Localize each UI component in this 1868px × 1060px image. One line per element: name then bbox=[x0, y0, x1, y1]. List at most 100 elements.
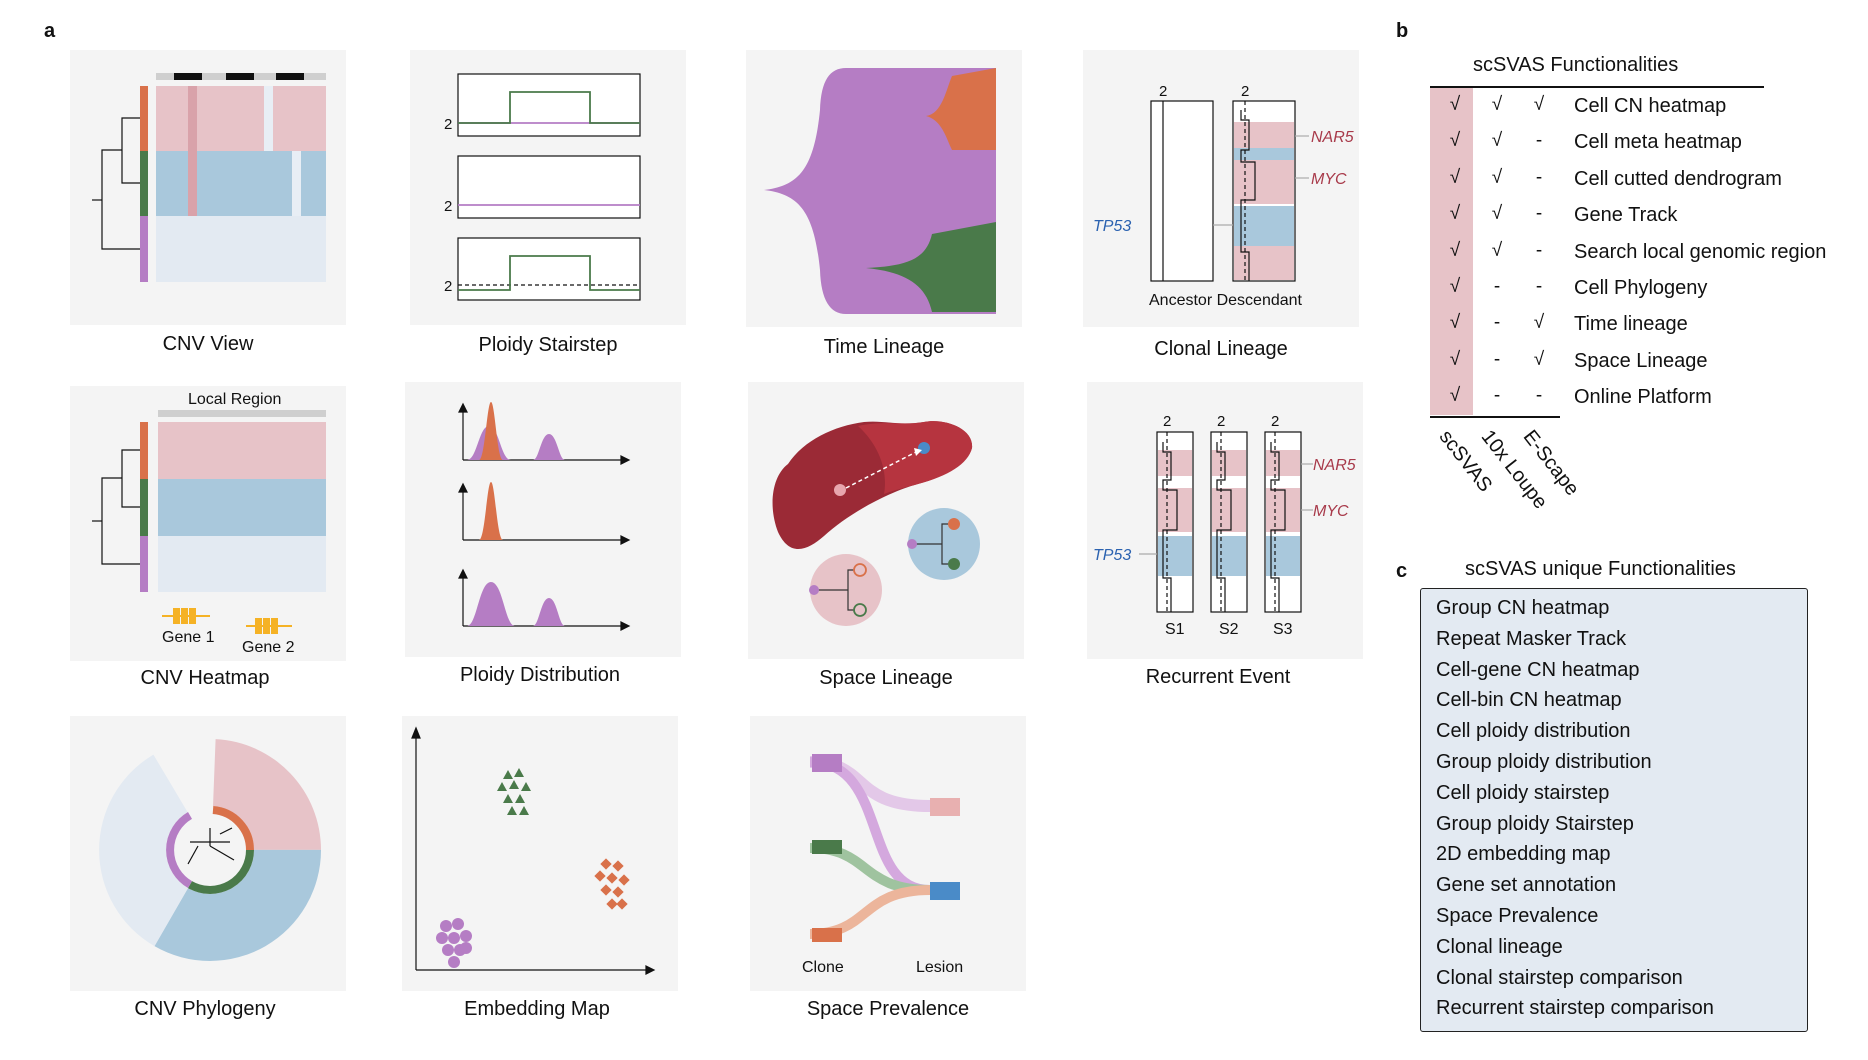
table-b-mark: - bbox=[1493, 312, 1501, 334]
space-lineage-caption: Space Lineage bbox=[819, 667, 953, 689]
table-b-bottom-rule bbox=[1430, 416, 1560, 418]
stairstep-ploidy-label-1: 2 bbox=[444, 116, 452, 133]
unique-function-item: Group CN heatmap bbox=[1436, 597, 1610, 619]
time-lineage-caption: Time Lineage bbox=[823, 336, 945, 358]
ploidy-distribution-panel bbox=[405, 382, 681, 657]
unique-function-item: Cell ploidy distribution bbox=[1436, 720, 1631, 743]
unique-function-item: Repeat Masker Track bbox=[1436, 627, 1627, 650]
clonal-ploidy-ancestor: 2 bbox=[1159, 83, 1167, 100]
cnv-phylogeny-graphic bbox=[99, 739, 322, 961]
table-b-mark: √ bbox=[1449, 348, 1461, 370]
table-b-mark: - bbox=[1493, 385, 1501, 407]
clonal-gene-tp53: TP53 bbox=[1093, 218, 1131, 235]
table-b-mark: √ bbox=[1449, 312, 1461, 334]
stairstep-ploidy-label-3: 2 bbox=[444, 278, 452, 295]
table-b-mark: - bbox=[1535, 166, 1543, 188]
ploidy-distribution-caption: Ploidy Distribution bbox=[459, 664, 621, 686]
table-b-mark: √ bbox=[1491, 166, 1503, 188]
recurrent-ploidy-s1: 2 bbox=[1163, 413, 1171, 430]
unique-function-item: Gene set annotation bbox=[1436, 874, 1617, 897]
table-b-feature: Cell CN heatmap bbox=[1574, 95, 1727, 117]
recurrent-ploidy-s2: 2 bbox=[1217, 413, 1225, 430]
prevalence-clone-label: Clone bbox=[802, 959, 844, 976]
unique-function-item: Space Prevalence bbox=[1436, 905, 1599, 927]
space-lineage-graphic bbox=[772, 421, 980, 626]
panel-c-letter: c bbox=[1396, 560, 1408, 582]
table-b-feature: Cell meta heatmap bbox=[1574, 131, 1742, 154]
table-b-scsvas-highlight bbox=[1430, 88, 1473, 415]
embedding-map-graphic bbox=[411, 726, 656, 975]
table-b-mark: √ bbox=[1449, 276, 1461, 297]
table-b-mark: √ bbox=[1491, 203, 1503, 225]
unique-function-item: Clonal stairstep comparison bbox=[1436, 966, 1683, 989]
clonal-lineage-panel: 2 2 NAR5 MYC TP53 Ancestor Descendant bbox=[1083, 50, 1359, 327]
table-b-mark: √ bbox=[1449, 166, 1461, 188]
table-b-mark: - bbox=[1535, 203, 1543, 225]
table-b-mark: √ bbox=[1449, 239, 1461, 261]
space-prevalence-panel: Clone Lesion bbox=[750, 716, 1026, 991]
ploidy-stairstep-caption: Ploidy Stairstep bbox=[478, 334, 618, 356]
prevalence-lesion-label: Lesion bbox=[916, 959, 963, 976]
table-b-feature: Gene Track bbox=[1574, 204, 1678, 227]
unique-function-item: Group ploidy Stairstep bbox=[1436, 812, 1634, 835]
cnv-phylogeny-caption: CNV Phylogeny bbox=[134, 998, 276, 1020]
recurrent-gene-myc: MYC bbox=[1313, 503, 1349, 520]
table-b-mark: - bbox=[1535, 130, 1543, 152]
table-b-mark: √ bbox=[1449, 94, 1461, 115]
table-b-mark: √ bbox=[1533, 348, 1545, 370]
unique-function-item: Cell-gene CN heatmap bbox=[1436, 658, 1640, 681]
table-c-box bbox=[1420, 588, 1808, 1032]
table-b-mark: - bbox=[1493, 276, 1501, 297]
recurrent-gene-nar5: NAR5 bbox=[1313, 457, 1356, 474]
table-b-mark: √ bbox=[1491, 130, 1503, 152]
stairstep-ploidy-label-2: 2 bbox=[444, 198, 452, 215]
recurrent-ploidy-s3: 2 bbox=[1271, 413, 1279, 430]
space-lineage-panel bbox=[748, 382, 1024, 659]
clonal-ploidy-descendant: 2 bbox=[1241, 83, 1249, 100]
table-b-feature: Cell cutted dendrogram bbox=[1574, 167, 1782, 190]
time-lineage-panel bbox=[746, 50, 1022, 327]
table-b-title: scSVAS Functionalities bbox=[1473, 54, 1679, 76]
table-b-mark: √ bbox=[1533, 94, 1545, 115]
table-b-feature: Space Lineage bbox=[1574, 349, 1708, 372]
cnv-heatmap-graphic: Local Region Gene 1 Gene 2 bbox=[92, 391, 326, 656]
table-b-top-rule bbox=[1430, 86, 1764, 88]
unique-function-item: Recurrent stairstep comparison bbox=[1436, 997, 1714, 1020]
table-b-mark: - bbox=[1493, 348, 1501, 370]
recurrent-event-caption: Recurrent Event bbox=[1145, 666, 1291, 688]
cnv-view-graphic bbox=[92, 73, 326, 282]
table-b-mark: - bbox=[1535, 276, 1543, 297]
table-b-mark: √ bbox=[1491, 239, 1503, 261]
cnv-phylogeny-panel bbox=[70, 716, 346, 991]
ploidy-distribution-graphic bbox=[458, 402, 631, 631]
clonal-lineage-caption: Clonal Lineage bbox=[1154, 338, 1288, 360]
embedding-map-caption: Embedding Map bbox=[464, 998, 610, 1020]
table-b-mark: √ bbox=[1449, 130, 1461, 152]
clonal-footer: Ancestor Descendant bbox=[1149, 292, 1303, 309]
embedding-map-panel bbox=[402, 716, 678, 991]
cnv-heatmap-panel: Local Region Gene 1 Gene 2 bbox=[70, 386, 346, 661]
table-b-mark: √ bbox=[1533, 312, 1545, 334]
cnv-view-panel bbox=[70, 50, 346, 325]
table-b-feature: Online Platform bbox=[1574, 386, 1712, 409]
table-b-feature: Time lineage bbox=[1574, 313, 1688, 336]
space-prevalence-graphic: Clone Lesion bbox=[802, 754, 963, 976]
recurrent-sample-s2: S2 bbox=[1219, 621, 1239, 638]
table-b-mark: √ bbox=[1449, 385, 1461, 407]
heatmap-gene1-label: Gene 1 bbox=[162, 629, 215, 646]
recurrent-event-graphic: 2 2 2 NAR5 MYC TP53 S1 S2 S3 bbox=[1093, 413, 1356, 638]
table-b-mark: - bbox=[1535, 385, 1543, 407]
recurrent-sample-s3: S3 bbox=[1273, 621, 1293, 638]
panel-a-letter: a bbox=[44, 20, 56, 42]
table-c-title: scSVAS unique Functionalities bbox=[1465, 558, 1736, 580]
clonal-gene-nar5: NAR5 bbox=[1311, 129, 1354, 146]
cnv-view-caption: CNV View bbox=[162, 333, 254, 355]
unique-function-item: Clonal lineage bbox=[1436, 935, 1563, 958]
table-b-mark: - bbox=[1535, 239, 1543, 261]
heatmap-region-label: Local Region bbox=[188, 391, 281, 408]
recurrent-gene-tp53: TP53 bbox=[1093, 547, 1131, 564]
recurrent-event-panel: 2 2 2 NAR5 MYC TP53 S1 S2 S3 bbox=[1087, 382, 1363, 659]
space-prevalence-caption: Space Prevalence bbox=[806, 998, 970, 1020]
clonal-lineage-graphic: 2 2 NAR5 MYC TP53 Ancestor Descendant bbox=[1093, 83, 1354, 309]
unique-function-item: 2D embedding map bbox=[1436, 843, 1611, 866]
